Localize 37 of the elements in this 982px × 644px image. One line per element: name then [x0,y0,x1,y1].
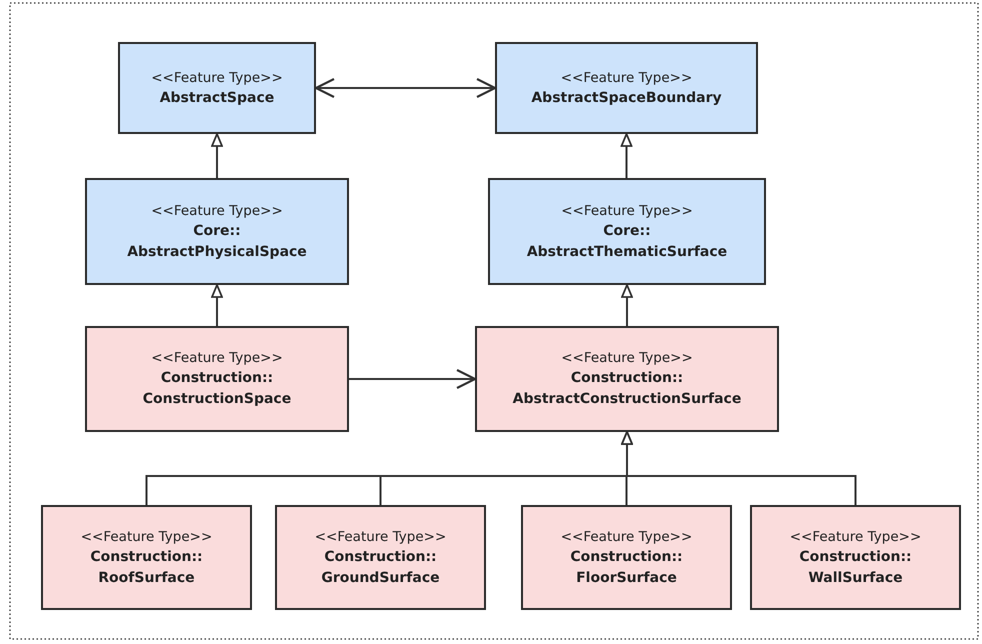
class-name: Core:: AbstractThematicSurface [526,222,728,262]
stereotype-label: <<Feature Type>> [790,528,922,546]
class-name: Construction:: FloorSurface [570,548,683,588]
class-name: AbstractSpaceBoundary [531,88,722,108]
class-box [41,505,252,610]
association-arrow [314,78,496,98]
class-name: Construction:: GroundSurface [321,548,440,588]
class-box [118,42,316,134]
class-name: Core:: AbstractPhysicalSpace [127,222,307,262]
stereotype-label: <<Feature Type>> [561,349,693,368]
stereotype-label: <<Feature Type>> [80,528,212,546]
generalization-arrow [621,284,633,326]
generalization-arrow [211,133,223,178]
class-name: Construction:: AbstractConstructionSurface [512,369,742,409]
generalization-arrow [620,133,632,178]
class-box [475,326,779,432]
class-name: Construction:: ConstructionSpace [142,369,292,409]
class-box [275,505,486,610]
association-arrow [349,368,476,390]
class-box [521,505,732,610]
stereotype-label: <<Feature Type>> [560,68,692,88]
stereotype-label: <<Feature Type>> [314,528,446,546]
class-box [750,505,961,610]
class-name: AbstractSpace [160,88,274,108]
class-box [85,178,349,285]
class-name: Construction:: RoofSurface [90,548,203,588]
stereotype-label: <<Feature Type>> [151,68,283,88]
class-name: Construction:: WallSurface [799,548,912,588]
class-box [85,326,349,432]
stereotype-label: <<Feature Type>> [561,202,693,220]
generalization-arrow [211,284,223,326]
generalization-arrow [621,431,856,505]
stereotype-label: <<Feature Type>> [151,349,283,368]
class-box [488,178,766,285]
stereotype-label: <<Feature Type>> [151,202,283,220]
stereotype-label: <<Feature Type>> [560,528,692,546]
class-box [495,42,758,134]
